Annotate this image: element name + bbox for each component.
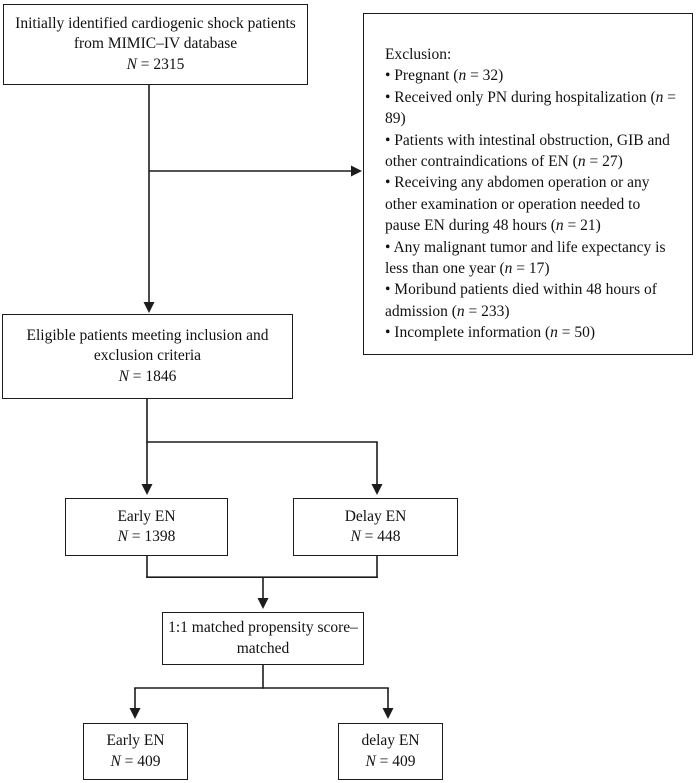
arrowhead-down-icon xyxy=(371,484,383,495)
exclusion-item: • Receiving any abdomen operation or any… xyxy=(385,174,650,235)
box-early-en-n: N = 1398 xyxy=(117,528,176,545)
box-delay-en-matched-n: N = 409 xyxy=(365,752,416,770)
box-early-en-matched-n: N = 409 xyxy=(110,752,161,770)
arrowhead-right-icon xyxy=(351,165,362,177)
exclusion-item: • Any malignant tumor and life expectanc… xyxy=(385,238,666,278)
box-eligible-patients: Eligible patients meeting inclusion and … xyxy=(2,314,293,399)
arrowhead-down-icon xyxy=(129,708,141,719)
box-delay-en-matched: delay EN N = 409 xyxy=(338,723,443,780)
exclusion-list: • Pregnant (n = 32) • Received only PN du… xyxy=(385,65,678,343)
box-early-en: Early EN N = 1398 xyxy=(65,498,228,556)
exclusion-item: • Patients with intestinal obstruction, … xyxy=(385,131,670,171)
box-early-en-matched: Early EN N = 409 xyxy=(83,723,188,780)
box-initial-text: Initially identified cardiogenic shock p… xyxy=(15,14,296,53)
exclusion-item: • Incomplete information (n = 50) xyxy=(385,324,596,342)
box-delay-en-text: Delay EN xyxy=(344,507,407,525)
exclusion-title: Exclusion: xyxy=(385,46,452,63)
box-delay-en-n: N = 448 xyxy=(350,528,401,545)
box-initial-n: N = 2315 xyxy=(126,55,185,73)
arrowhead-down-icon xyxy=(382,708,394,719)
box-delay-en: Delay EN N = 448 xyxy=(293,498,458,556)
box-propensity-matched: 1:1 matched propensity score–matched xyxy=(162,612,364,665)
box-initial-patients: Initially identified cardiogenic shock p… xyxy=(3,4,308,85)
box-propensity-matched-text: 1:1 matched propensity score–matched xyxy=(168,619,358,657)
exclusion-item: • Pregnant (n = 32) xyxy=(385,67,504,85)
box-early-en-matched-text: Early EN xyxy=(106,732,165,749)
arrowhead-down-icon xyxy=(257,598,269,609)
exclusion-item: • Moribund patients died within 48 hours… xyxy=(385,281,657,320)
box-eligible-text: Eligible patients meeting inclusion and … xyxy=(26,326,269,365)
box-exclusion-criteria: Exclusion: • Pregnant (n = 32) • Received… xyxy=(363,13,693,355)
arrowhead-down-icon xyxy=(141,484,153,495)
box-early-en-text: Early EN xyxy=(117,507,176,525)
box-eligible-n: N = 1846 xyxy=(118,367,177,385)
exclusion-item: • Received only PN during hospitalizatio… xyxy=(385,88,676,128)
box-delay-en-matched-text: delay EN xyxy=(361,732,420,749)
arrowhead-down-icon xyxy=(143,302,155,313)
